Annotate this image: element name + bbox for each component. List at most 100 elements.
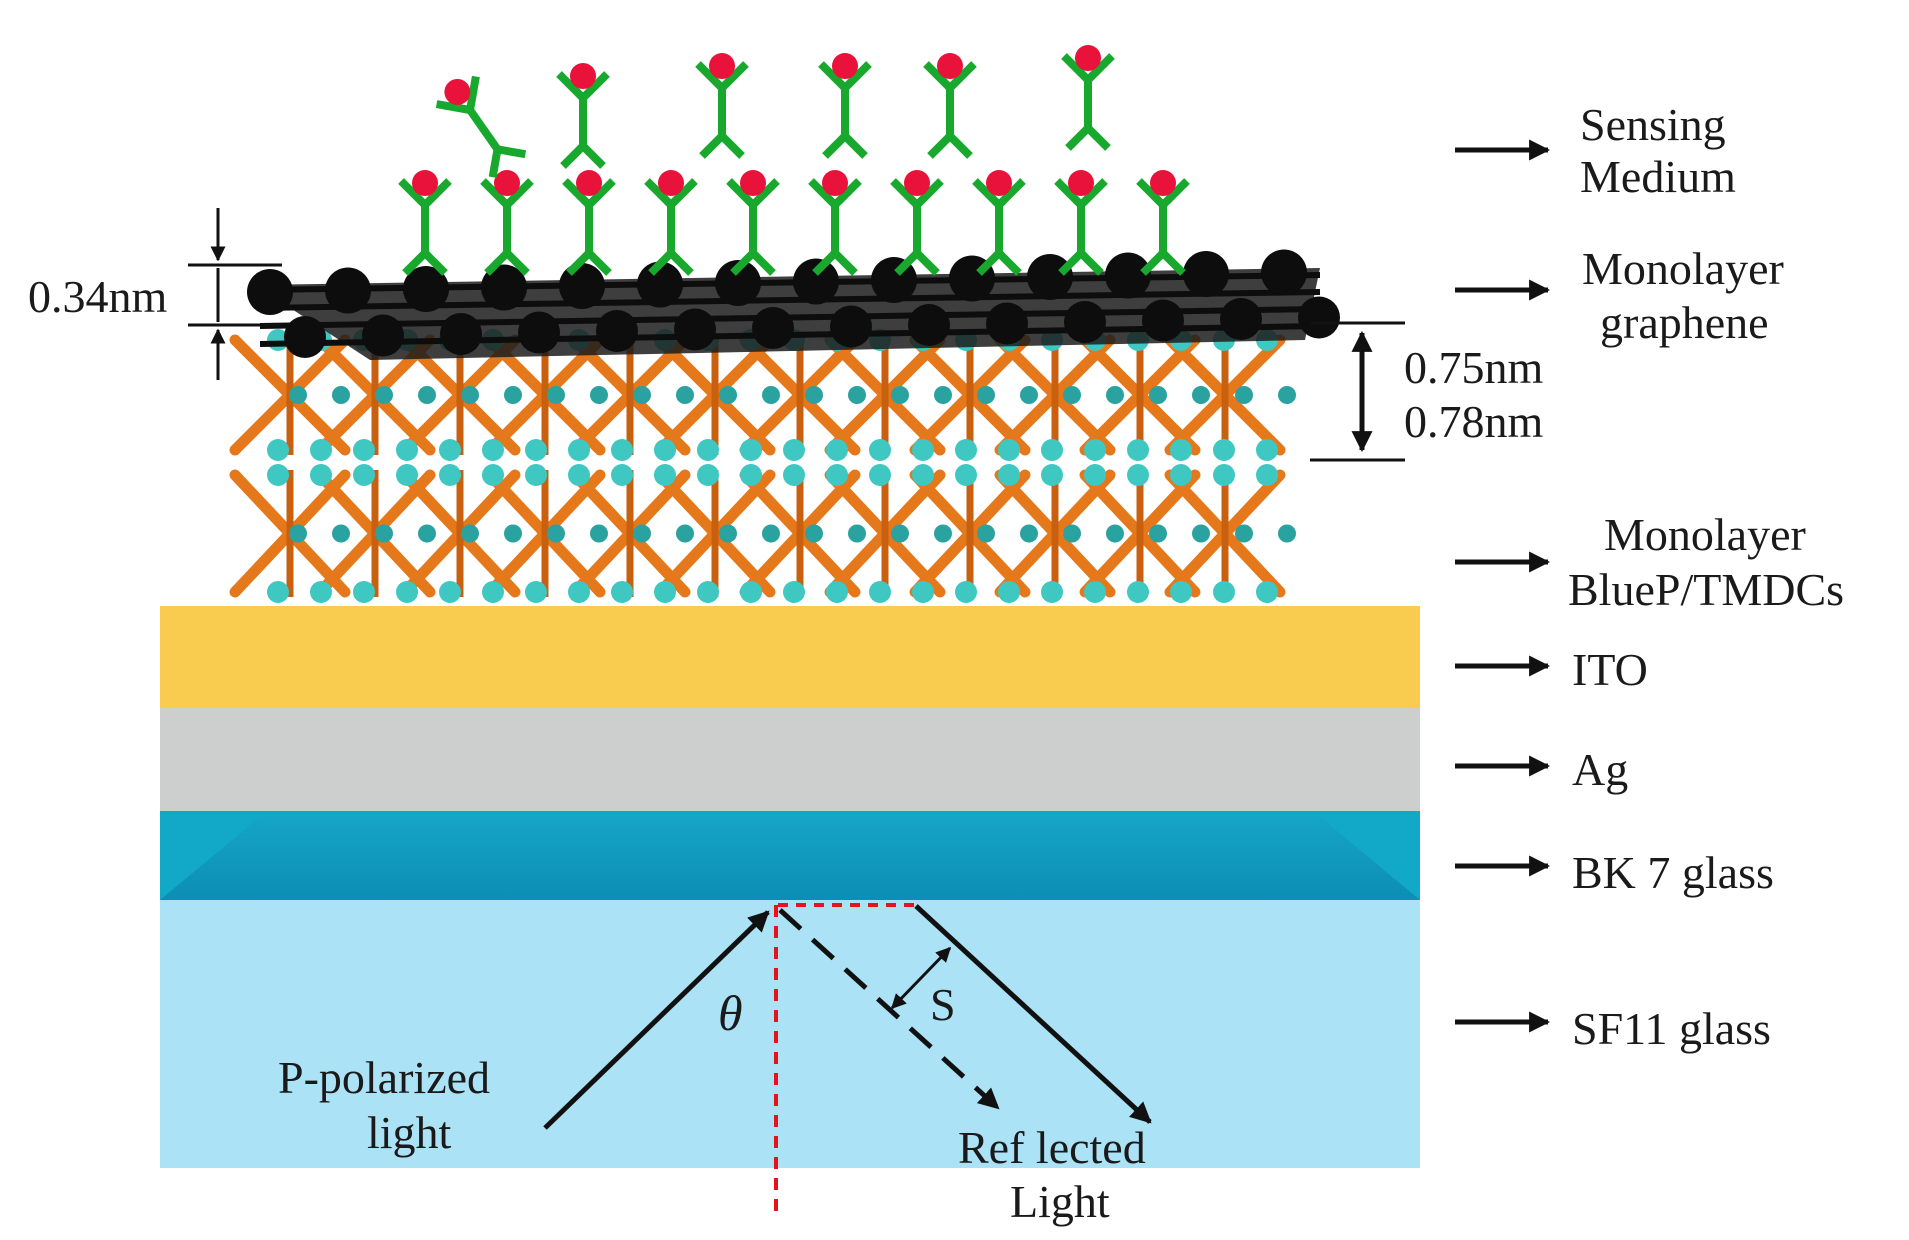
carbon-atom bbox=[1027, 254, 1073, 300]
atom bbox=[848, 386, 866, 404]
atom bbox=[611, 581, 633, 603]
antibody-foot bbox=[1078, 250, 1104, 276]
carbon-atom bbox=[637, 261, 683, 308]
atom bbox=[504, 386, 522, 404]
carbon-atom bbox=[1064, 301, 1106, 343]
antibody-arm bbox=[668, 178, 698, 208]
graphene-label-1: Monolayer bbox=[1582, 243, 1784, 294]
carbon-atom bbox=[403, 266, 449, 312]
atom bbox=[1084, 439, 1106, 461]
antibody-arm bbox=[1054, 178, 1084, 208]
atom bbox=[1170, 464, 1192, 486]
antibody bbox=[808, 170, 862, 276]
antigen bbox=[740, 170, 766, 196]
carbon-atom bbox=[986, 302, 1028, 345]
atom bbox=[912, 581, 934, 603]
atom bbox=[633, 524, 651, 543]
carbon-atom bbox=[1183, 251, 1229, 297]
atom bbox=[461, 386, 479, 404]
carbon-atom bbox=[247, 269, 293, 315]
graphene-lattice bbox=[247, 249, 1340, 360]
antibody-foot bbox=[914, 250, 940, 276]
carbon-atom bbox=[715, 260, 761, 306]
atom bbox=[719, 524, 737, 543]
antibody-foot bbox=[1085, 125, 1111, 151]
carbon-atom bbox=[362, 314, 404, 357]
atom bbox=[267, 581, 289, 603]
atom bbox=[525, 581, 547, 603]
antibody-foot bbox=[822, 133, 848, 159]
antigen bbox=[832, 53, 858, 79]
antibody-arm bbox=[586, 178, 616, 208]
antibody-foot bbox=[730, 250, 756, 276]
antibody-arm bbox=[726, 178, 756, 208]
carbon-atom bbox=[284, 316, 326, 358]
carbon-atom bbox=[440, 313, 482, 355]
atom bbox=[461, 524, 479, 543]
atom bbox=[783, 439, 805, 461]
atom bbox=[590, 386, 608, 404]
sensing-biomolecules bbox=[398, 45, 1190, 276]
incident-beam bbox=[543, 910, 770, 1130]
atom bbox=[676, 524, 694, 543]
antibody-foot bbox=[402, 250, 428, 276]
antigen bbox=[986, 170, 1012, 196]
antibody-foot bbox=[580, 143, 606, 169]
carbon-atom bbox=[559, 263, 605, 309]
tmdc-thickness-label-2: 0.78nm bbox=[1404, 396, 1544, 447]
atom bbox=[547, 386, 565, 404]
carbon-atom bbox=[518, 311, 560, 354]
atom bbox=[547, 524, 565, 543]
atom bbox=[267, 464, 289, 486]
atom bbox=[1063, 524, 1081, 543]
atom bbox=[869, 439, 891, 461]
atom bbox=[934, 386, 952, 404]
atom bbox=[1256, 581, 1278, 603]
ito-layer bbox=[160, 606, 1420, 708]
atom bbox=[955, 581, 977, 603]
atom bbox=[955, 439, 977, 461]
atom bbox=[375, 524, 393, 543]
antibody-arm bbox=[1136, 178, 1166, 208]
antibody-arm bbox=[466, 75, 480, 111]
atom bbox=[977, 524, 995, 543]
reflected-beam-geometric bbox=[778, 908, 1000, 1110]
graphene-thickness-label: 0.34nm bbox=[28, 271, 168, 322]
atom bbox=[1106, 524, 1124, 543]
carbon-atom bbox=[1105, 252, 1151, 299]
atom bbox=[740, 581, 762, 603]
atom bbox=[1192, 524, 1210, 543]
antibody bbox=[695, 53, 749, 159]
antibody-foot bbox=[560, 143, 586, 169]
carbon-atom bbox=[596, 310, 638, 352]
antibody-foot bbox=[1065, 125, 1091, 151]
atom bbox=[353, 581, 375, 603]
sensing-medium-label-2: Medium bbox=[1580, 151, 1736, 202]
antigen bbox=[412, 170, 438, 196]
atom bbox=[353, 464, 375, 486]
atom bbox=[568, 581, 590, 603]
atom bbox=[998, 464, 1020, 486]
atom bbox=[740, 464, 762, 486]
antibody-arm bbox=[435, 100, 471, 114]
atom bbox=[805, 524, 823, 543]
antibody bbox=[556, 63, 610, 169]
atom bbox=[912, 464, 934, 486]
tmdc-thickness-annotation bbox=[1310, 321, 1405, 462]
atom bbox=[1020, 524, 1038, 543]
sf11-glass-label: SF11 glass bbox=[1572, 1003, 1771, 1054]
atom bbox=[697, 439, 719, 461]
atom bbox=[1106, 386, 1124, 404]
antibody-foot bbox=[719, 133, 745, 159]
atom bbox=[633, 386, 651, 404]
atom bbox=[869, 464, 891, 486]
antibody bbox=[644, 170, 698, 276]
atom bbox=[977, 386, 995, 404]
atom bbox=[719, 386, 737, 404]
atom bbox=[891, 386, 909, 404]
atom bbox=[1256, 464, 1278, 486]
antibody-stem bbox=[466, 107, 501, 152]
shift-label: S bbox=[930, 979, 956, 1030]
antibody-arm bbox=[504, 178, 534, 208]
antibody bbox=[818, 53, 872, 159]
